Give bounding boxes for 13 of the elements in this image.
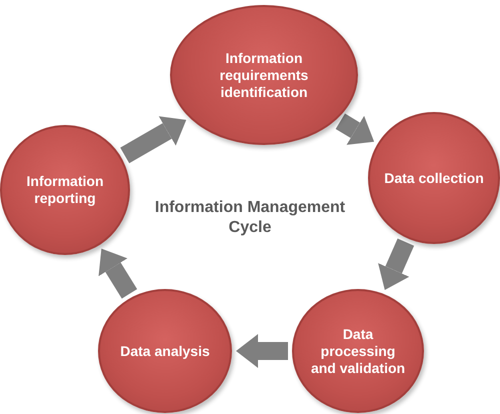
block-arrow xyxy=(336,114,374,145)
node-label: Information requirements identification xyxy=(218,50,310,100)
node-label: Data collection xyxy=(384,170,484,186)
block-arrow xyxy=(378,238,414,290)
node-label: Data processing and validation xyxy=(310,326,406,376)
block-arrow xyxy=(98,248,138,299)
node-label: Data analysis xyxy=(119,342,211,360)
process-circle xyxy=(368,112,500,244)
node-label: Information reporting xyxy=(26,173,104,207)
block-arrow xyxy=(236,334,288,368)
process-circle xyxy=(0,125,130,255)
diagram-title: Information Management Cycle xyxy=(154,198,346,238)
block-arrow xyxy=(120,116,186,164)
